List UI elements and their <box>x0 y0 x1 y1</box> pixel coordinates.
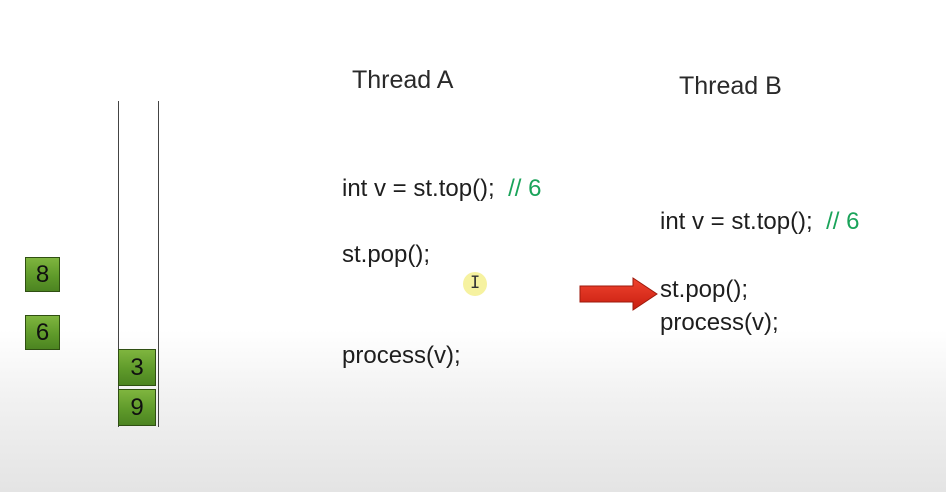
floating-item-8: 8 <box>25 257 60 292</box>
floating-item-6: 6 <box>25 315 60 350</box>
thread-a-process-line: process(v); <box>342 342 461 369</box>
thread-b-pop-line: st.pop(); <box>660 276 749 303</box>
thread-a-top-code: int v = st.top(); <box>342 175 495 202</box>
thread-a-top-comment: // 6 <box>508 175 542 202</box>
thread-a-top-line: int v = st.top(); // 6 <box>342 175 541 203</box>
thread-b-top-line: int v = st.top(); // 6 <box>660 208 859 236</box>
thread-b-title: Thread B <box>679 72 782 100</box>
stack-item-9: 9 <box>118 389 156 426</box>
thread-b-process-line: process(v); <box>660 309 779 336</box>
stack-right-wall <box>158 101 159 427</box>
text-cursor-icon: I <box>470 273 481 293</box>
thread-a-pop-line: st.pop(); <box>342 241 431 268</box>
right-arrow-icon <box>579 277 658 311</box>
stack-left-wall <box>118 101 119 427</box>
thread-b-top-comment: // 6 <box>826 208 860 235</box>
thread-b-top-code: int v = st.top(); <box>660 208 813 235</box>
text-cursor-highlight <box>463 272 487 296</box>
thread-a-title: Thread A <box>352 66 454 94</box>
stack-item-3: 3 <box>118 349 156 386</box>
